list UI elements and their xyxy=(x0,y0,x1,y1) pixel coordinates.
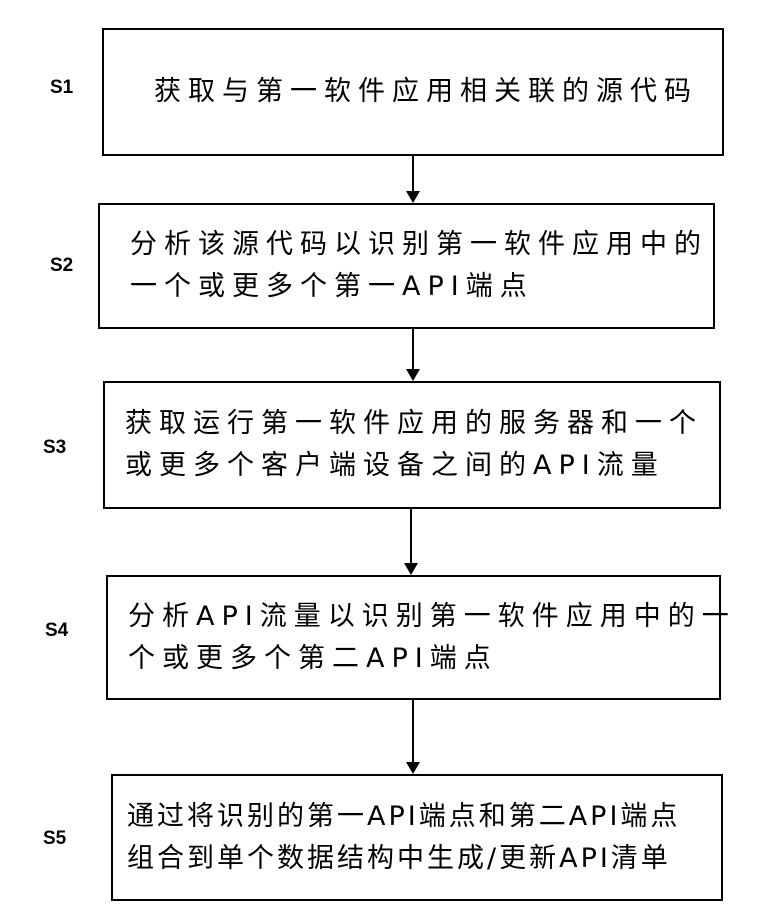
step-text-s2-line1: 分析该源代码以识别第一软件应用中的 xyxy=(130,224,713,266)
step-text-s4-line1: 分析API流量以识别第一软件应用中的一 xyxy=(128,596,719,638)
step-label-s4: S4 xyxy=(45,620,68,642)
step-text-s1-line1: 获取与第一软件应用相关联的源代码 xyxy=(154,71,722,113)
arrow-s1-s2 xyxy=(412,156,414,201)
arrow-s4-s5 xyxy=(412,700,414,772)
step-text-s2-line2: 一个或更多个第一API端点 xyxy=(130,266,713,308)
step-box-s2: 分析该源代码以识别第一软件应用中的 一个或更多个第一API端点 xyxy=(98,203,715,329)
step-label-s3: S3 xyxy=(43,437,66,459)
step-box-s4: 分析API流量以识别第一软件应用中的一 个或更多个第二API端点 xyxy=(106,575,721,700)
step-text-s3-line2: 或更多个客户端设备之间的API流量 xyxy=(125,445,719,487)
step-label-s1: S1 xyxy=(50,77,73,99)
step-text-s4-line2: 个或更多个第二API端点 xyxy=(128,638,719,680)
step-text-s5-line2: 组合到单个数据结构中生成/更新API清单 xyxy=(127,838,721,880)
step-text-s3-line1: 获取运行第一软件应用的服务器和一个 xyxy=(125,403,719,445)
arrow-s3-s4 xyxy=(410,509,412,573)
step-box-s1: 获取与第一软件应用相关联的源代码 xyxy=(102,28,724,156)
step-box-s5: 通过将识别的第一API端点和第二API端点 组合到单个数据结构中生成/更新API… xyxy=(111,774,723,901)
step-label-s2: S2 xyxy=(50,255,73,277)
step-label-s5: S5 xyxy=(43,828,66,850)
step-box-s3: 获取运行第一软件应用的服务器和一个 或更多个客户端设备之间的API流量 xyxy=(103,381,721,509)
step-text-s5-line1: 通过将识别的第一API端点和第二API端点 xyxy=(127,796,721,838)
arrow-s2-s3 xyxy=(412,329,414,379)
